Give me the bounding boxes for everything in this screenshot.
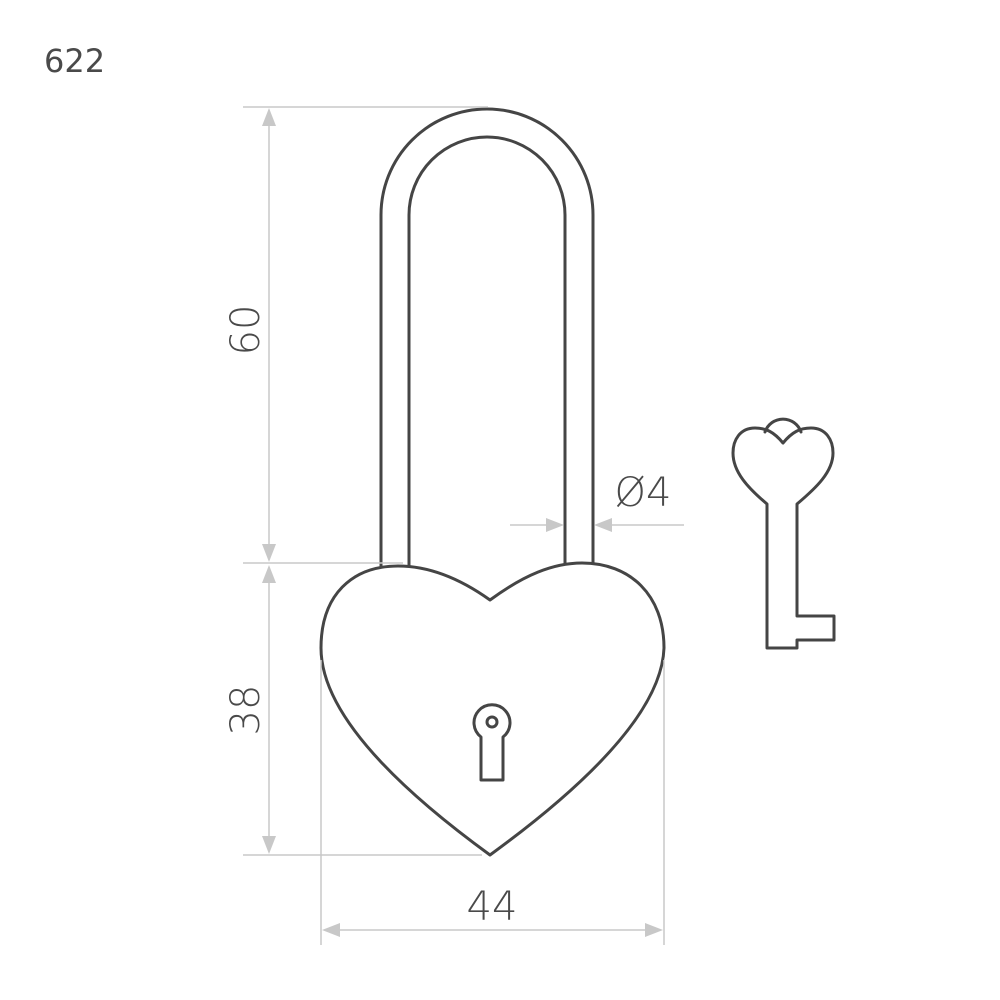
shackle-height-label: 60 [223, 305, 269, 356]
heart-lock-body [319, 561, 666, 857]
dimension-shackle-diameter: Ø4 [510, 470, 684, 532]
shackle [379, 107, 595, 568]
shackle-diameter-label: Ø4 [615, 470, 672, 516]
keyhole-icon [472, 703, 512, 782]
model-number: 622 [44, 42, 105, 80]
key-icon [731, 417, 836, 650]
body-width-label: 44 [467, 884, 518, 930]
dimension-shackle-height: 60 [223, 106, 488, 564]
body-height-label: 38 [223, 685, 269, 736]
dimension-body-height: 38 [223, 565, 482, 856]
dimension-body-width: 44 [320, 660, 665, 945]
